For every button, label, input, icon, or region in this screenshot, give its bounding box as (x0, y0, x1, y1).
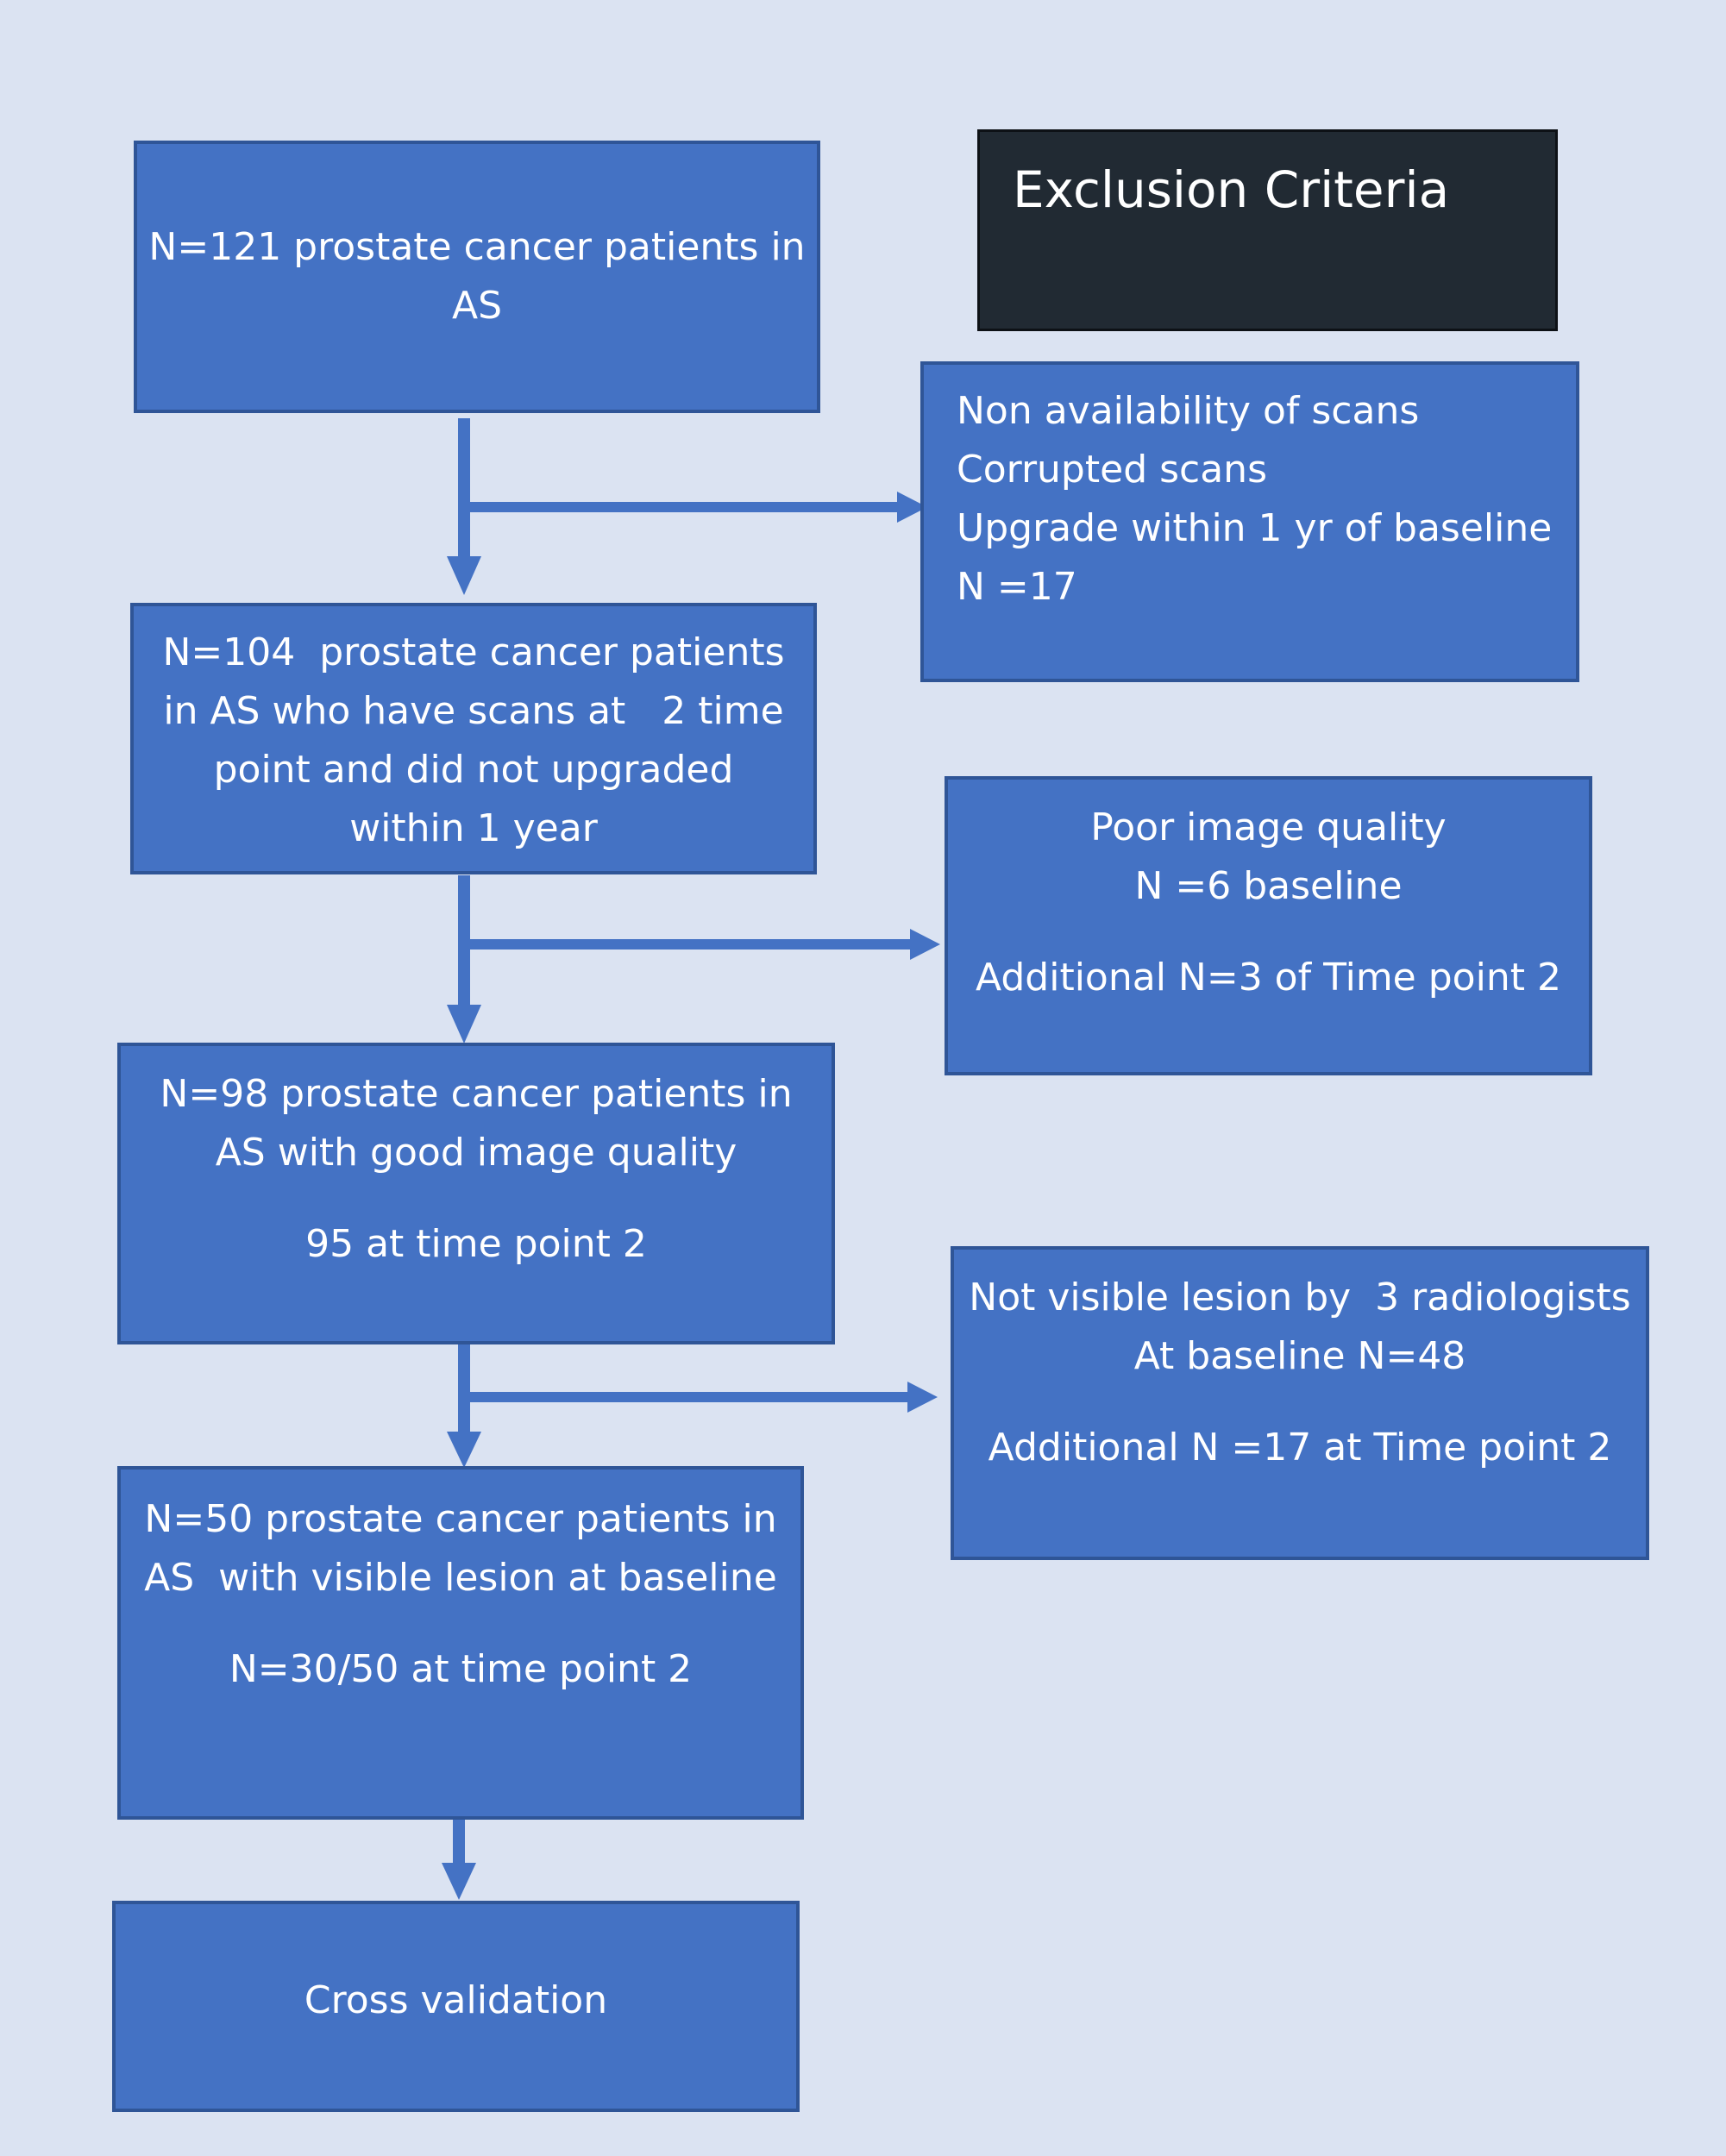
flow-box-text: AS with visible lesion at baseline (144, 1556, 777, 1600)
exclusion-criteria-header: Exclusion Criteria (977, 129, 1558, 331)
exclusion-text: Additional N =17 at Time point 2 (988, 1426, 1612, 1470)
arrowhead-right-2 (910, 929, 940, 960)
exclusion-text: N =17 (957, 565, 1077, 609)
flow-box-text: 95 at time point 2 (305, 1222, 647, 1266)
exclusion-text: Poor image quality (1090, 805, 1447, 849)
exclusion-text: Upgrade within 1 yr of baseline (957, 506, 1553, 550)
arrowhead-down-3-4 (447, 1432, 481, 1468)
exclusion-box-scans: Non availability of scans Corrupted scan… (920, 361, 1579, 682)
flow-box-text: N=98 prostate cancer patients in (160, 1072, 793, 1116)
flow-box-initial-cohort: N=121 prostate cancer patients in AS (134, 141, 820, 413)
spacer (948, 916, 1589, 949)
exclusion-text: Not visible lesion by 3 radiologists (969, 1275, 1631, 1319)
arrowhead-down-2-3 (447, 1005, 481, 1044)
exclusion-box-not-visible-lesion: Not visible lesion by 3 radiologists At … (951, 1246, 1649, 1560)
flow-box-text: within 1 year (349, 806, 598, 850)
flow-box-text: N=104 prostate cancer patients (162, 630, 785, 674)
spacer (121, 1608, 800, 1640)
flow-box-good-image-quality: N=98 prostate cancer patients in AS with… (117, 1043, 835, 1344)
flow-box-text: Cross validation (304, 1978, 608, 2022)
exclusion-criteria-title: Exclusion Criteria (1013, 160, 1450, 219)
arrowhead-down-1-2 (447, 556, 481, 595)
flow-box-text: AS with good image quality (215, 1131, 737, 1175)
exclusion-text: At baseline N=48 (1133, 1334, 1466, 1378)
flow-box-text: N=121 prostate cancer patients in (148, 225, 806, 269)
arrowhead-right-3 (907, 1382, 938, 1413)
exclusion-box-image-quality: Poor image quality N =6 baseline Additio… (945, 776, 1592, 1075)
flow-box-visible-lesion: N=50 prostate cancer patients in AS with… (117, 1466, 804, 1820)
exclusion-text: N =6 baseline (1134, 864, 1403, 908)
exclusion-text: Additional N=3 of Time point 2 (976, 956, 1561, 1000)
spacer (954, 1386, 1646, 1419)
flow-box-text: N=30/50 at time point 2 (229, 1647, 693, 1691)
flow-box-text: AS (451, 284, 503, 328)
flow-box-cross-validation: Cross validation (112, 1901, 800, 2112)
flow-box-scans-two-timepoints: N=104 prostate cancer patients in AS who… (130, 603, 817, 874)
arrowhead-down-4-5 (442, 1863, 476, 1900)
flow-box-text: N=50 prostate cancer patients in (144, 1497, 777, 1541)
flow-box-text: point and did not upgraded (213, 748, 734, 792)
spacer (121, 1182, 832, 1215)
exclusion-text: Corrupted scans (957, 448, 1267, 492)
exclusion-text: Non availability of scans (957, 389, 1420, 433)
flow-box-text: in AS who have scans at 2 time (163, 689, 784, 733)
